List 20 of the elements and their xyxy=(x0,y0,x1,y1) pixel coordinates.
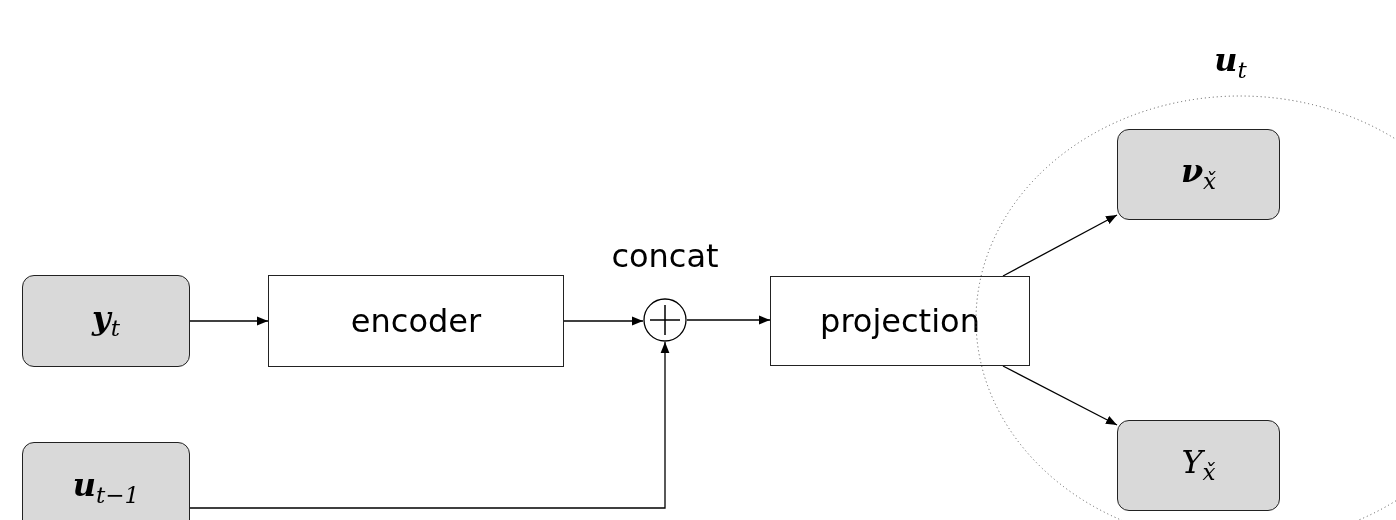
math-symbol: u$_{t}$ xyxy=(1214,44,1247,83)
arrow xyxy=(189,316,269,326)
arrow xyxy=(1002,365,1118,426)
variable-box xyxy=(1117,420,1280,511)
math-symbol: Υ$_{x̌}$ xyxy=(1181,446,1216,485)
process-box xyxy=(770,276,1030,366)
arrow xyxy=(189,341,670,509)
variable-box xyxy=(22,442,190,520)
variable-box xyxy=(22,275,190,367)
arrow xyxy=(686,315,771,325)
arrow xyxy=(1002,214,1118,277)
box-label: encoder xyxy=(350,305,482,337)
operation-label: concat xyxy=(610,240,720,272)
box-label: projection xyxy=(820,305,980,337)
arrow xyxy=(563,316,644,326)
variable-box xyxy=(1117,129,1280,220)
math-symbol: y$_{t}$ xyxy=(92,301,120,341)
process-box xyxy=(268,275,564,367)
math-symbol: ν$_{x̌}$ xyxy=(1180,155,1217,194)
math-symbol: u$_{t−1}$ xyxy=(72,468,140,508)
